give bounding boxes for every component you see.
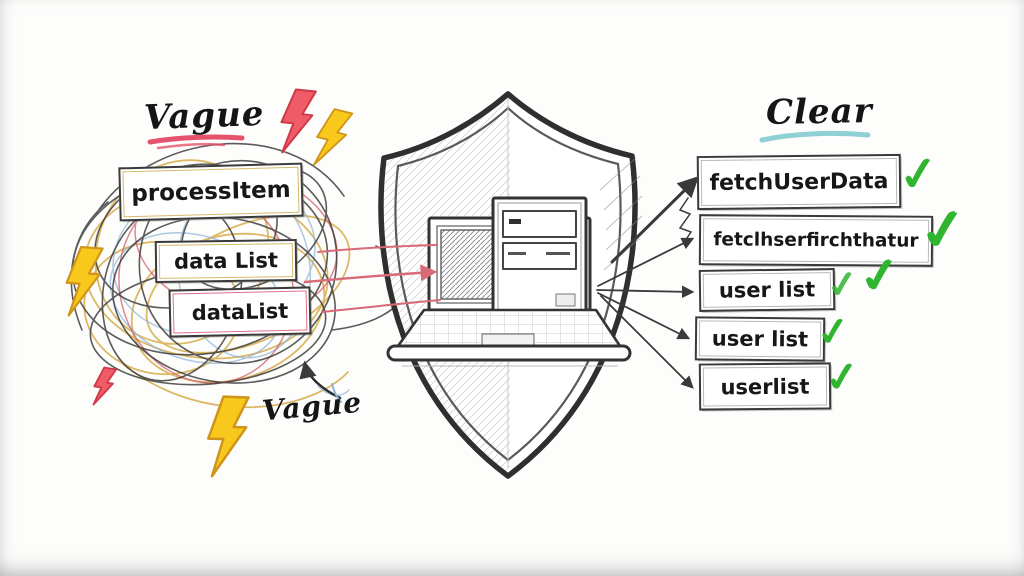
vague-underline [147,134,245,145]
vague-box-datalist: dataList [168,286,312,338]
arrow-fan [596,176,699,389]
clear-box-user-list: user list [698,268,836,312]
vague-box-processitem: processItem [118,162,304,222]
lightning-bolt-icon [205,394,250,479]
clear-underline [759,130,871,143]
checkmark-icon: ✓ [813,307,852,357]
lightning-bolt-icon [277,87,317,157]
clear-box-fetchuserdata: fetchUserData [696,153,902,211]
vague-title: Vague [143,93,266,139]
vague-underline-2 [156,142,226,150]
vague-box-data-list: data List [154,239,298,283]
checkmark-icon: ✓ [821,350,862,403]
checkmark-icon: ✓ [895,144,942,204]
checkmark-icon: ✓ [914,192,971,266]
shield-shading [599,157,643,271]
checkmark-icon: ✓ [855,243,903,307]
lightning-bolt-icon [309,105,354,172]
desktop-tower-icon [491,196,588,324]
clear-title: Clear [765,91,873,133]
squiggle-mark [678,197,693,245]
clear-box-userlist: userlist [698,362,832,411]
checkmark-icon: ✓ [823,260,861,308]
lightning-bolt-icon [90,365,117,409]
clear-box-user-list-2: user list [694,316,826,362]
vague-pointer-arrow [299,360,342,403]
laptop-keyboard [386,308,632,367]
red-arrows [303,244,441,313]
